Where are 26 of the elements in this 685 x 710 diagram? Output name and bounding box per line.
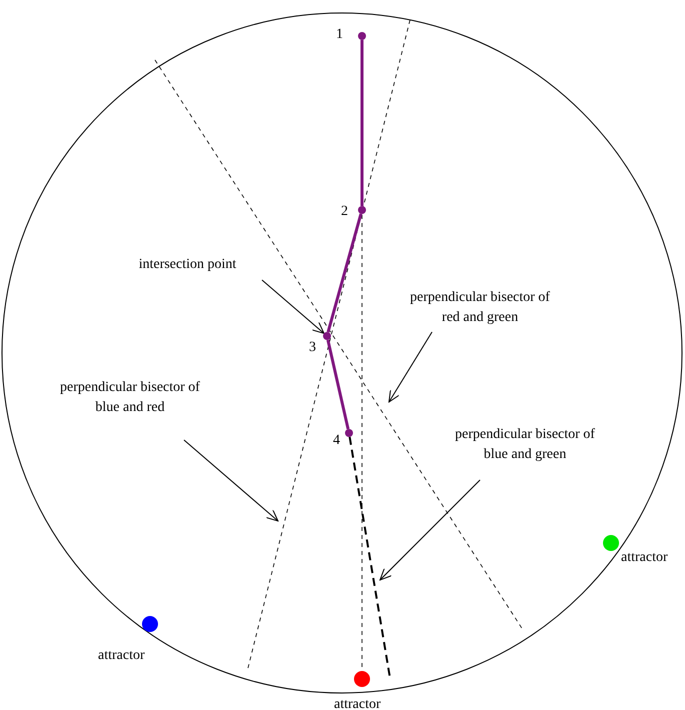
attractor-label: attractor bbox=[98, 648, 145, 664]
leader-line bbox=[380, 480, 480, 580]
point-number: 4 bbox=[333, 433, 340, 449]
path-point bbox=[323, 332, 331, 340]
trajectory-extension bbox=[348, 436, 391, 678]
trajectory-line bbox=[326, 213, 362, 333]
callout-text: perpendicular bisector of blue and green bbox=[450, 425, 600, 465]
callout-text: perpendicular bisector of blue and red bbox=[55, 378, 205, 418]
callout-text: intersection point bbox=[100, 255, 275, 275]
attractor-dot bbox=[142, 616, 158, 632]
point-number: 1 bbox=[336, 27, 343, 43]
point-number: 3 bbox=[309, 340, 316, 356]
attractor-label: attractor bbox=[334, 697, 381, 710]
leader-line bbox=[184, 440, 278, 522]
attractor-dot bbox=[603, 535, 619, 551]
leader-line bbox=[262, 280, 324, 334]
attractor-dot bbox=[354, 671, 370, 687]
attractor-label: attractor bbox=[621, 550, 668, 566]
trajectory-line bbox=[326, 340, 350, 430]
path-point bbox=[358, 206, 366, 214]
path-point bbox=[345, 429, 353, 437]
point-number: 2 bbox=[341, 204, 348, 220]
callout-text: perpendicular bisector of red and green bbox=[405, 288, 555, 328]
leader-line bbox=[388, 332, 432, 402]
path-point bbox=[358, 32, 366, 40]
trajectory-line bbox=[360, 40, 364, 206]
